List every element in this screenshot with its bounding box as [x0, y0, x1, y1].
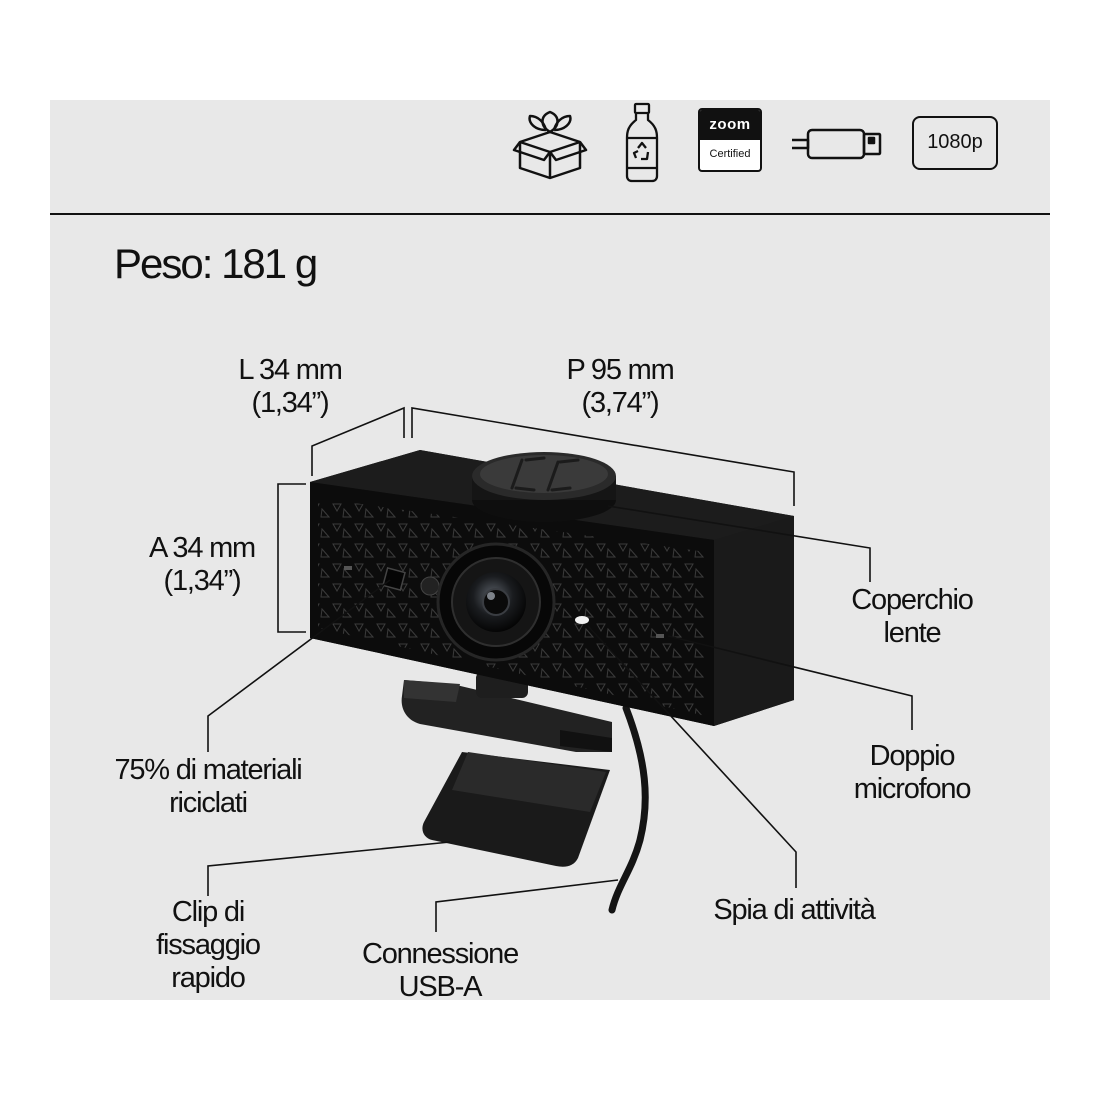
usb-line-2: USB-A [398, 971, 483, 1003]
lens-cover-callout: Coperchio lente [792, 584, 1032, 650]
zoom-certified-icon: zoom Certified [698, 108, 762, 172]
dual-mic-line-1: Doppio [869, 740, 956, 772]
weight-label: Peso: 181 g [114, 240, 318, 287]
width-dimension-label: L 34 mm (1,34”) [190, 354, 390, 420]
lens-cover-line-1: Coperchio [851, 584, 974, 616]
resolution-1080p-icon: 1080p [912, 116, 998, 170]
zoom-brand-label: zoom [700, 110, 760, 140]
height-dimension-label: A 34 mm (1,34”) [102, 532, 302, 598]
eco-box-icon [512, 110, 588, 180]
quick-clip-callout: Clip di fissaggio rapido [88, 896, 328, 995]
recycled-bottle-icon [625, 102, 659, 183]
usb-line-1: Connessione [361, 938, 519, 970]
lens-cover-line-2: lente [883, 617, 942, 649]
recycled-line-2: riciclati [169, 787, 248, 819]
activity-light-callout: Spia di attività [674, 894, 914, 927]
width-mm: L 34 mm [238, 354, 343, 386]
dual-mic-callout: Doppio microfono [792, 740, 1032, 806]
width-inch: (1,34”) [251, 387, 329, 419]
usb-cable-icon [792, 128, 882, 160]
usb-connection-callout: Connessione USB-A [320, 938, 560, 1004]
depth-mm: P 95 mm [566, 354, 674, 386]
depth-dimension-label: P 95 mm (3,74”) [520, 354, 720, 420]
depth-inch: (3,74”) [581, 387, 659, 419]
dual-mic-line-2: microfono [853, 773, 972, 805]
height-mm: A 34 mm [148, 532, 256, 564]
activity-light-line-1: Spia di attività [713, 894, 876, 926]
height-inch: (1,34”) [163, 565, 241, 597]
zoom-certified-label: Certified [709, 148, 751, 160]
clip-line-3: rapido [171, 962, 246, 994]
recycled-materials-callout: 75% di materiali riciclati [88, 754, 328, 820]
recycled-line-1: 75% di materiali [114, 754, 302, 786]
clip-line-2: fissaggio [156, 929, 261, 961]
section-divider [50, 213, 1050, 215]
clip-line-1: Clip di [171, 896, 245, 928]
